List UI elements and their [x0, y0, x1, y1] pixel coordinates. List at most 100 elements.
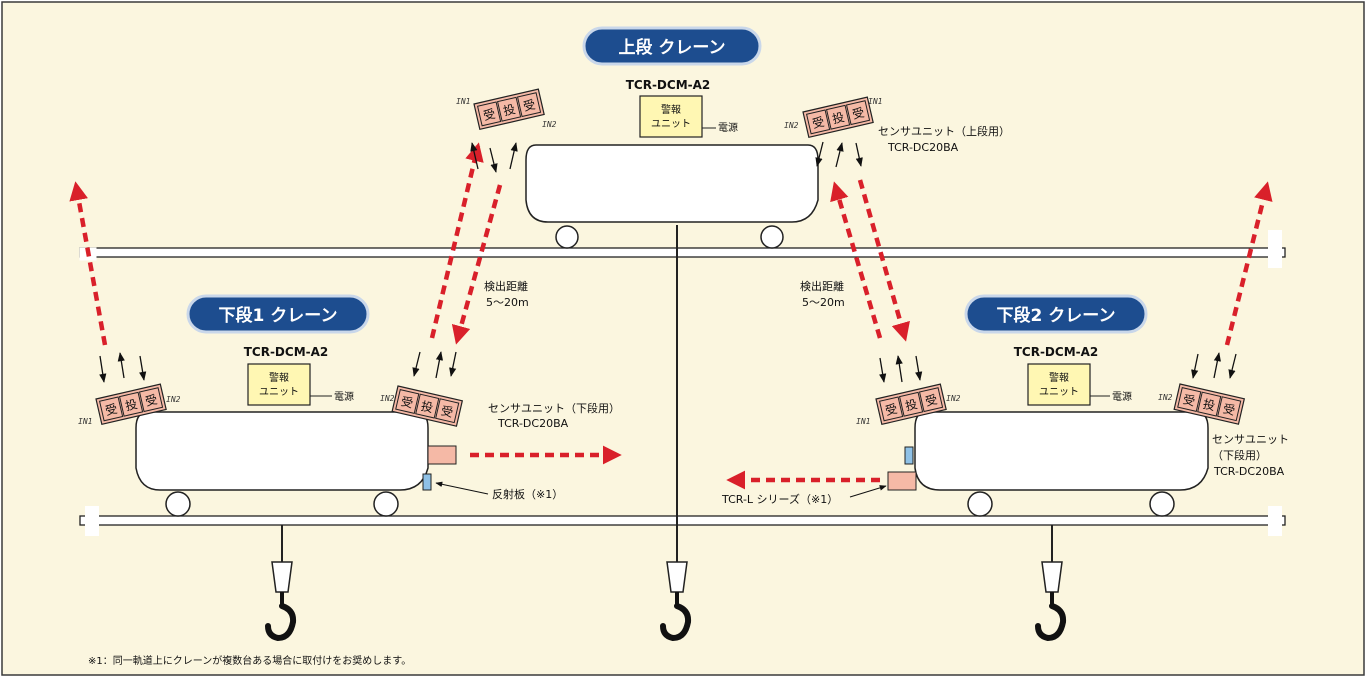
sensor-unit-upper-line2: TCR-DC20BA [887, 141, 959, 154]
lower1-crane-title: 下段1 クレーン [186, 294, 370, 334]
lower-rail [79, 506, 1286, 536]
upper-crane-label: 上段 クレーン [618, 37, 725, 58]
sensor-lower1-right: 受 投 受 [391, 385, 464, 427]
upper-crane-wheel [760, 225, 784, 249]
sensor-in1-label: IN1 [856, 417, 870, 426]
upper-crane-title: 上段 クレーン [582, 26, 762, 66]
lower1-crane-wheel [165, 491, 191, 517]
svg-text:受: 受 [144, 392, 159, 408]
lower2-crane-wheel [1149, 491, 1175, 517]
lower2-crane-wheel [967, 491, 993, 517]
sensor-unit-lower1-line1: センサユニット（下段用） [488, 401, 620, 415]
lower1-crane-body [135, 411, 429, 491]
detection-left-line2: 5〜20m [486, 296, 529, 309]
svg-text:受: 受 [811, 115, 826, 131]
lower2-crane-title: 下段2 クレーン [964, 294, 1148, 334]
upper-alarm-unit: 警報 ユニット [639, 95, 703, 138]
lower2-alarm-unit: 警報 ユニット [1027, 363, 1091, 406]
signal-arrows [99, 141, 1237, 383]
sensor-in1-label: IN1 [78, 417, 92, 426]
svg-text:投: 投 [1202, 396, 1217, 413]
svg-text:受: 受 [522, 97, 537, 113]
svg-text:受: 受 [440, 404, 455, 420]
svg-text:ユニット: ユニット [651, 119, 691, 130]
sensor-in1-label: IN1 [456, 97, 470, 106]
detection-beams [69, 142, 1273, 490]
sensor-lower2-left: 受 投 受 [875, 383, 947, 426]
lower1-crane-label: 下段1 クレーン [219, 305, 338, 326]
sensor-in2-label: IN2 [542, 120, 557, 129]
svg-text:警報: 警報 [661, 103, 681, 116]
sensor-in2-label: IN2 [1158, 393, 1173, 402]
sensor-unit-lower2-line3: TCR-DC20BA [1213, 465, 1285, 478]
upper-power-label: 電源 [718, 121, 738, 134]
sensor-unit-lower2-line2: （下段用） [1212, 448, 1267, 462]
footnote: ※1：同一軌道上にクレーンが複数台ある場合に取付けをお奨めします。 [88, 654, 411, 667]
lower2-crane-label: 下段2 クレーン [997, 305, 1116, 326]
lower1-crane-wheel [373, 491, 399, 517]
sensor-in2-label: IN2 [166, 395, 181, 404]
beam-lower1-down [451, 184, 503, 345]
svg-text:受: 受 [482, 107, 497, 123]
tcrl-pointer [849, 485, 887, 498]
lower1-alarm-unit: 警報 ユニット [247, 363, 311, 406]
lower1-model-label: TCR-DCM-A2 [244, 345, 329, 359]
beam-right-outer [1224, 181, 1273, 346]
svg-text:投: 投 [124, 396, 139, 413]
hook-center [660, 525, 692, 642]
svg-text:投: 投 [904, 396, 919, 413]
svg-text:ユニット: ユニット [1039, 387, 1079, 398]
svg-text:投: 投 [502, 101, 517, 118]
svg-text:受: 受 [851, 105, 866, 121]
lower2-power-label: 電源 [1112, 390, 1132, 403]
lower1-power-label: 電源 [334, 390, 354, 403]
beam-left-outer [69, 181, 108, 346]
sensor-lower2-right: 受 投 受 [1173, 383, 1246, 425]
tcrl-label: TCR-L シリーズ（※1） [721, 492, 838, 506]
lower2-model-label: TCR-DCM-A2 [1014, 345, 1099, 359]
upper-model-label: TCR-DCM-A2 [626, 78, 711, 92]
svg-text:受: 受 [1222, 402, 1237, 418]
detection-left-line1: 検出距離 [484, 279, 528, 293]
tcrl-emitter-lower2 [887, 471, 917, 491]
svg-text:投: 投 [420, 398, 435, 415]
svg-text:投: 投 [831, 109, 846, 126]
svg-text:受: 受 [104, 402, 119, 418]
beam-lower2-down [857, 179, 910, 342]
svg-text:受: 受 [924, 392, 939, 408]
sensor-in2-label: IN2 [784, 121, 799, 130]
reflector-pointer [435, 481, 489, 495]
lower2-crane-body [914, 411, 1209, 491]
sensor-lower1-left: 受 投 受 [95, 383, 167, 426]
svg-text:受: 受 [884, 402, 899, 418]
sensor-unit-lower1-line2: TCR-DC20BA [497, 417, 569, 430]
hook-right [1035, 525, 1067, 642]
sensor-in1-label: IN1 [868, 97, 882, 106]
detection-right-line2: 5〜20m [802, 296, 845, 309]
detection-right-line1: 検出距離 [800, 279, 844, 293]
sensor-unit-lower2-line1: センサユニット [1212, 433, 1289, 446]
sensor-in2-label: IN2 [380, 394, 395, 403]
tcrl-emitter-lower1 [427, 445, 457, 465]
svg-text:警報: 警報 [1049, 371, 1069, 384]
svg-text:受: 受 [1182, 392, 1197, 408]
sensor-unit-upper-line1: センサユニット（上段用） [878, 124, 1010, 138]
reflector-label: 反射板（※1） [492, 487, 563, 501]
sensor-upper-left: 受 投 受 [473, 88, 545, 131]
beam-lower2-up [830, 181, 883, 339]
upper-crane-body [525, 144, 819, 223]
svg-text:警報: 警報 [269, 371, 289, 384]
lower2-crane [914, 411, 1209, 517]
reflector-lower2 [904, 446, 914, 465]
beam-lower1-up [429, 142, 484, 339]
svg-text:受: 受 [400, 394, 415, 410]
sensor-upper-right: 受 投 受 [802, 96, 874, 139]
upper-crane-wheel [555, 225, 579, 249]
reflector-lower1 [422, 473, 432, 491]
svg-text:ユニット: ユニット [259, 387, 299, 398]
upper-crane [525, 144, 819, 249]
sensor-in2-label: IN2 [946, 394, 961, 403]
hook-left [265, 525, 297, 642]
